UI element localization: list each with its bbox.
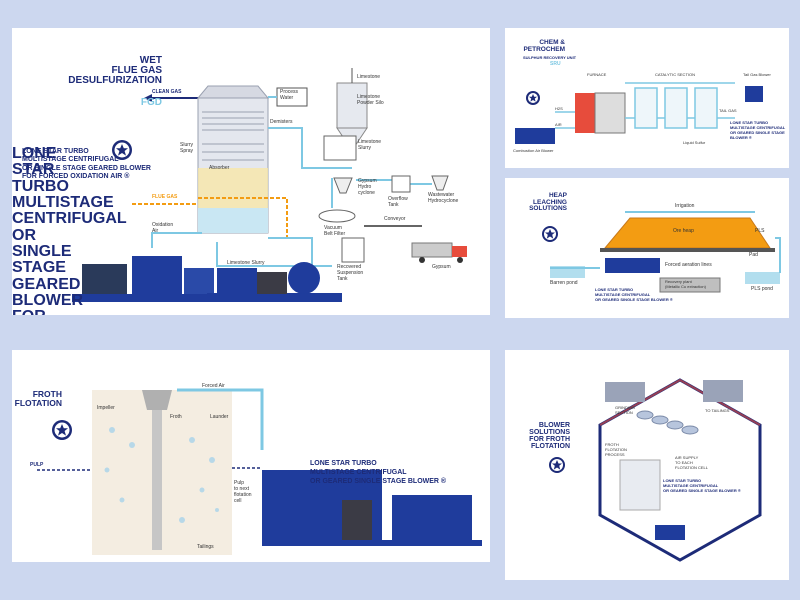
- heap-panel: HEAP LEACHING SOLUTIONS Irrigation Ore h…: [505, 178, 789, 318]
- label-limestone: Limestone: [357, 74, 381, 80]
- bf-blower-text: LONE STAR TURBO MULTISTAGE CENTRIFUGAL O…: [663, 478, 741, 493]
- chem-h2s: H2S: [555, 106, 563, 111]
- chem-title: CHEM & PETROCHEM: [523, 39, 565, 53]
- fgd-panel: WET FLUE GAS DESULFURIZATION FGD LONE ST…: [12, 28, 490, 315]
- heap-diagram: [542, 211, 781, 293]
- fgd-title-sub: FGD: [140, 97, 162, 108]
- heap-title: HEAP LEACHING SOLUTIONS: [529, 192, 567, 213]
- heap-pad: Pad: [749, 252, 758, 258]
- label-conveyor: Conveyor: [384, 216, 406, 222]
- chem-liquid-sulfur: Liquid Sulfur: [683, 140, 706, 145]
- froth-forced-air: Forced Air: [202, 383, 225, 389]
- label-limestone-silo: Limestone Powder Silo: [357, 94, 384, 106]
- label-slurry-spray: Slurry Spray: [180, 142, 194, 154]
- label-absorber: Absorber: [209, 165, 230, 171]
- froth-pulp-next: Pulp to next flotation cell: [234, 480, 252, 504]
- chem-furnace: FURNACE: [587, 72, 607, 77]
- heap-barren-pond: Barren pond: [550, 280, 578, 286]
- froth-pulp: PULP: [30, 462, 44, 468]
- label-recovered-suspension-tank: Recovered Suspension Tank: [337, 264, 364, 282]
- fgd-blower-text-block: LONE STAR TURBO MULTISTAGE CENTRIFUGAL O…: [22, 148, 151, 181]
- chem-catalytic: CATALYTIC SECTION: [655, 72, 696, 77]
- fgd-title: WET FLUE GAS DESULFURIZATION: [68, 55, 162, 87]
- froth-launder: Launder: [210, 414, 229, 420]
- blower-froth-logo: [549, 457, 565, 473]
- froth-logo: [52, 420, 72, 440]
- label-wastewater-hydrocyclone: Wastewater Hydrocyclone: [428, 192, 459, 204]
- bf-grinding: GRINDING SECTION: [615, 405, 635, 415]
- bf-to-tailings: TO TAILINGS: [705, 408, 730, 413]
- froth-panel: FROTH FLOTATION Forced Air Impeller Frot…: [12, 350, 490, 562]
- heap-pls: PLS: [755, 228, 765, 234]
- fgd-diagram: [72, 68, 467, 302]
- fgd-blower-machine: [72, 256, 342, 302]
- label-overflow-tank: Overflow Tank: [388, 196, 408, 208]
- chem-air: AIR: [555, 122, 562, 127]
- chem-blower-text: LONE STAR TURBO MULTISTAGE CENTRIFUGAL O…: [730, 120, 786, 140]
- label-vacuum-belt-filter: Vacuum Belt Filter: [324, 225, 346, 237]
- chem-diagram: [515, 82, 763, 144]
- heap-pls-pond: PLS pond: [751, 286, 773, 292]
- chem-sub2: SRU: [550, 61, 561, 67]
- heap-logo: [542, 226, 558, 242]
- blower-froth-panel: BLOWER SOLUTIONS FOR FROTH FLOTATION GRI…: [505, 350, 789, 580]
- label-limestone-slurry: Limestone Slurry: [358, 139, 382, 151]
- froth-froth: Froth: [170, 414, 182, 420]
- chem-subtitle: SULPHUR RECOVERY UNIT: [523, 55, 577, 60]
- chem-panel: CHEM & PETROCHEM SULPHUR RECOVERY UNIT S…: [505, 28, 789, 168]
- froth-tailings: Tailings: [197, 544, 214, 550]
- label-clean-gas: CLEAN GAS: [152, 89, 182, 95]
- heap-forced-aeration: Forced aeration lines: [665, 262, 712, 268]
- label-process-water: Process Water: [280, 89, 299, 101]
- chem-tail-gas: TAIL GAS: [719, 108, 737, 113]
- bf-froth-process: FROTH FLOTATION PROCESS: [605, 442, 627, 457]
- heap-ore-heap: Ore heap: [673, 228, 694, 234]
- label-demisters: Demisters: [270, 119, 293, 125]
- heap-recovery-plant: Recovery plant (Metallic Cu extraction): [665, 279, 706, 289]
- bf-air-supply: AIR SUPPLY TO EACH FLOTATION CELL: [675, 455, 708, 470]
- label-oxidation-air: Oxidation Air: [152, 222, 174, 234]
- chem-combustion-air-blower: Combustion Air Blower: [513, 148, 554, 153]
- froth-title: FROTH FLOTATION: [14, 389, 62, 408]
- heap-irrigation: Irrigation: [675, 203, 695, 209]
- label-limestone-slurry-bottom: Limestone Slurry: [227, 260, 265, 266]
- froth-impeller: Impeller: [97, 405, 115, 411]
- lone-star-logo: [112, 140, 132, 160]
- heap-blower-text: LONE STAR TURBO MULTISTAGE CENTRIFUGAL O…: [595, 287, 673, 302]
- label-flue-gas: FLUE GAS: [152, 194, 178, 200]
- chem-tail-gas-blower: Tail Gas Blower: [743, 72, 771, 77]
- label-gypsum: Gypsum: [432, 264, 451, 270]
- blower-froth-title: BLOWER SOLUTIONS FOR FROTH FLOTATION: [529, 422, 570, 451]
- label-gypsum-hydrocyclone: Gypsum Hydro cyclone: [358, 178, 377, 196]
- froth-diagram: [37, 388, 482, 555]
- blower-froth-diagram: [549, 378, 762, 562]
- chem-logo: [526, 91, 540, 105]
- froth-blower-text: LONE STAR TURBO MULTISTAGE CENTRIFUGAL O…: [310, 460, 447, 485]
